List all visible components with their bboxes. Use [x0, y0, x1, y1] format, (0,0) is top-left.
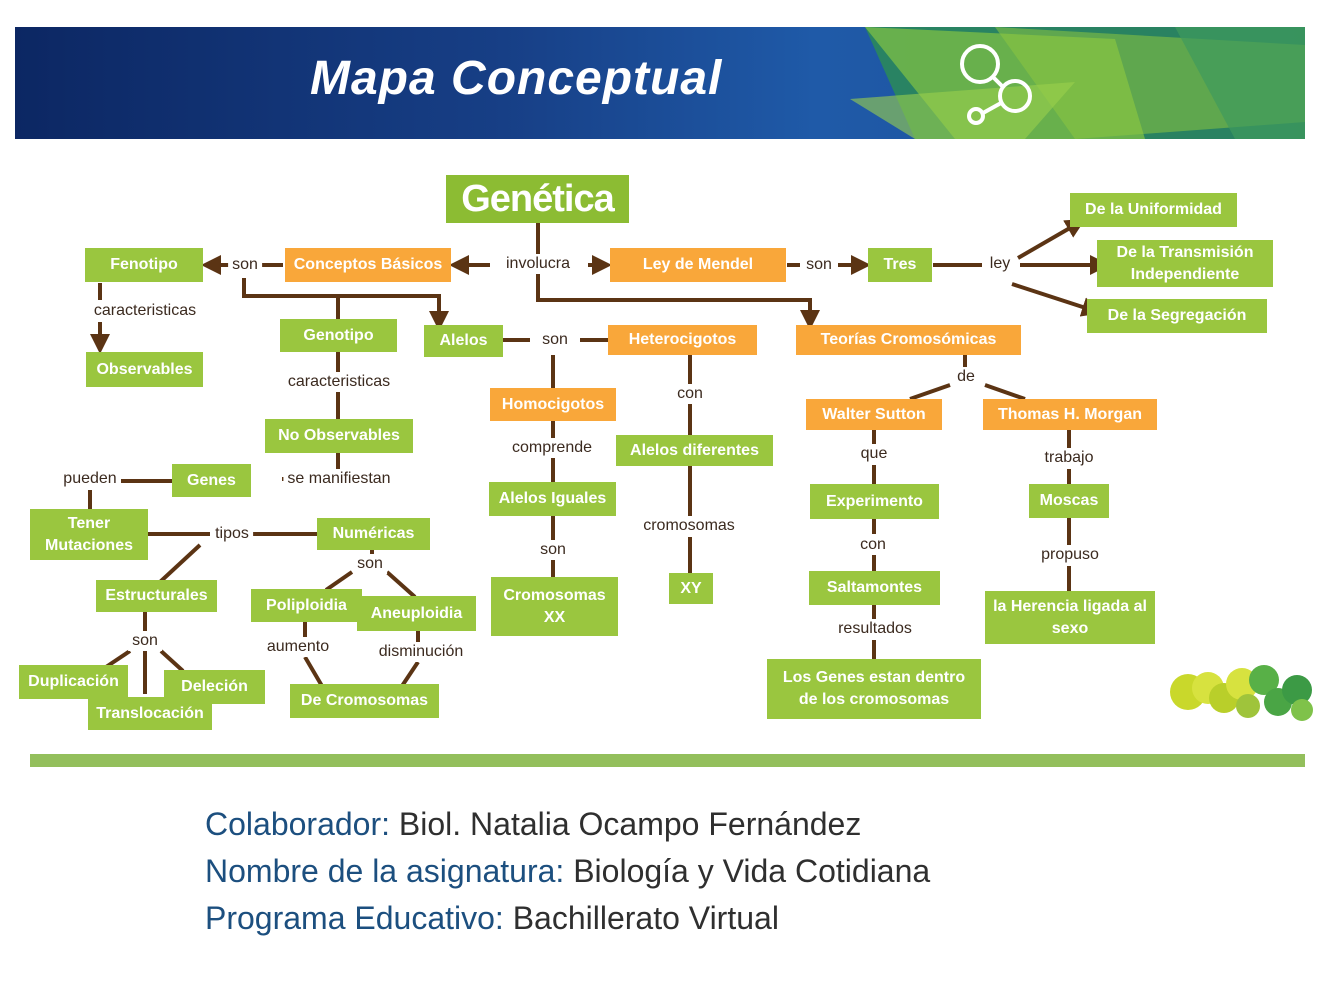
- credit-subject: Nombre de la asignatura: Biología y Vida…: [205, 851, 930, 891]
- link-resultados: resultados: [834, 619, 916, 639]
- node-tener-mutaciones: Tener Mutaciones: [30, 509, 148, 560]
- credit-value: Biología y Vida Cotidiana: [564, 853, 931, 889]
- link-aumento: aumento: [262, 637, 334, 657]
- link-involucra: involucra: [501, 254, 575, 274]
- page-title: Mapa Conceptual: [310, 52, 723, 105]
- node-walter-sutton: Walter Sutton: [806, 399, 942, 430]
- header-banner: Mapa Conceptual: [15, 27, 1305, 139]
- node-homocigotos: Homocigotos: [490, 388, 616, 421]
- link-son-fenotipo: son: [228, 255, 262, 275]
- node-conceptos-basicos: Conceptos Básicos: [285, 248, 451, 282]
- link-se-manifiestan: se manifiestan: [283, 469, 395, 489]
- node-estructurales: Estructurales: [96, 580, 217, 612]
- link-son-ley: son: [802, 255, 836, 275]
- link-tipos: tipos: [211, 524, 253, 544]
- divider: [30, 754, 1305, 767]
- link-cromosomas: cromosomas: [639, 516, 739, 536]
- node-moscas: Moscas: [1029, 484, 1109, 518]
- node-translocacion: Translocación: [88, 697, 212, 730]
- link-caracteristicas-fenotipo: caracteristicas: [89, 301, 201, 321]
- node-de-la-segregacion: De la Segregación: [1087, 299, 1267, 333]
- link-comprende: comprende: [507, 438, 597, 458]
- node-no-observables: No Observables: [265, 419, 413, 453]
- link-trabajo: trabajo: [1040, 448, 1098, 468]
- link-disminucion: disminución: [374, 642, 468, 662]
- link-caracteristicas-genotipo: caracteristicas: [283, 372, 395, 392]
- node-de-cromosomas: De Cromosomas: [290, 684, 439, 718]
- node-genes: Genes: [172, 464, 251, 497]
- link-son-numericas: son: [353, 554, 387, 574]
- node-aneuploidia: Aneuploidia: [357, 596, 476, 631]
- node-genotipo: Genotipo: [280, 319, 397, 352]
- node-genes-dentro: Los Genes estan dentro de los cromosomas: [767, 659, 981, 719]
- credit-key: Colaborador:: [205, 806, 390, 842]
- link-con-heterocigotos: con: [673, 384, 707, 404]
- link-son-homocigotos: son: [536, 540, 570, 560]
- node-de-la-transmision: De la Transmisión Independiente: [1097, 240, 1273, 287]
- node-observables: Observables: [86, 352, 203, 387]
- molecule-icon: [960, 44, 1032, 125]
- node-teorias-cromosomicas: Teorías Cromosómicas: [796, 325, 1021, 355]
- node-alelos-iguales: Alelos Iguales: [489, 482, 616, 516]
- node-de-la-uniformidad: De la Uniformidad: [1070, 193, 1237, 227]
- node-poliploidia: Poliploidia: [251, 589, 362, 622]
- node-alelos: Alelos: [424, 325, 503, 357]
- link-ley: ley: [985, 254, 1015, 274]
- link-son-alelos: son: [538, 330, 572, 350]
- node-numericas: Numéricas: [317, 518, 430, 550]
- credit-key: Programa Educativo:: [205, 900, 504, 936]
- node-duplicacion: Duplicación: [19, 665, 128, 699]
- node-experimento: Experimento: [810, 484, 939, 519]
- link-de-teorias: de: [953, 367, 979, 387]
- node-ley-de-mendel: Ley de Mendel: [610, 248, 786, 282]
- node-tres: Tres: [868, 248, 932, 282]
- node-heterocigotos: Heterocigotos: [608, 325, 757, 355]
- credit-value: Bachillerato Virtual: [503, 900, 779, 936]
- root-node-genetica: Genética: [446, 175, 629, 223]
- link-propuso: propuso: [1037, 545, 1103, 565]
- link-que: que: [856, 444, 892, 464]
- node-delecion: Deleción: [164, 670, 265, 704]
- green-spheres-icon: [1170, 665, 1313, 721]
- node-saltamontes: Saltamontes: [809, 571, 940, 605]
- credit-value: Biol. Natalia Ocampo Fernández: [390, 806, 862, 842]
- link-son-estructurales: son: [128, 631, 162, 651]
- node-thomas-morgan: Thomas H. Morgan: [983, 399, 1157, 430]
- credit-collaborator: Colaborador: Biol. Natalia Ocampo Fernán…: [205, 804, 861, 844]
- node-cromosomas-xx: Cromosomas XX: [491, 577, 618, 636]
- link-con-experimento: con: [856, 535, 890, 555]
- node-herencia-ligada: la Herencia ligada al sexo: [985, 591, 1155, 644]
- node-fenotipo: Fenotipo: [85, 248, 203, 282]
- node-xy: XY: [669, 573, 713, 604]
- node-alelos-diferentes: Alelos diferentes: [616, 435, 773, 466]
- link-pueden: pueden: [59, 469, 121, 489]
- credit-program: Programa Educativo: Bachillerato Virtual: [205, 898, 779, 938]
- credit-key: Nombre de la asignatura:: [205, 853, 565, 889]
